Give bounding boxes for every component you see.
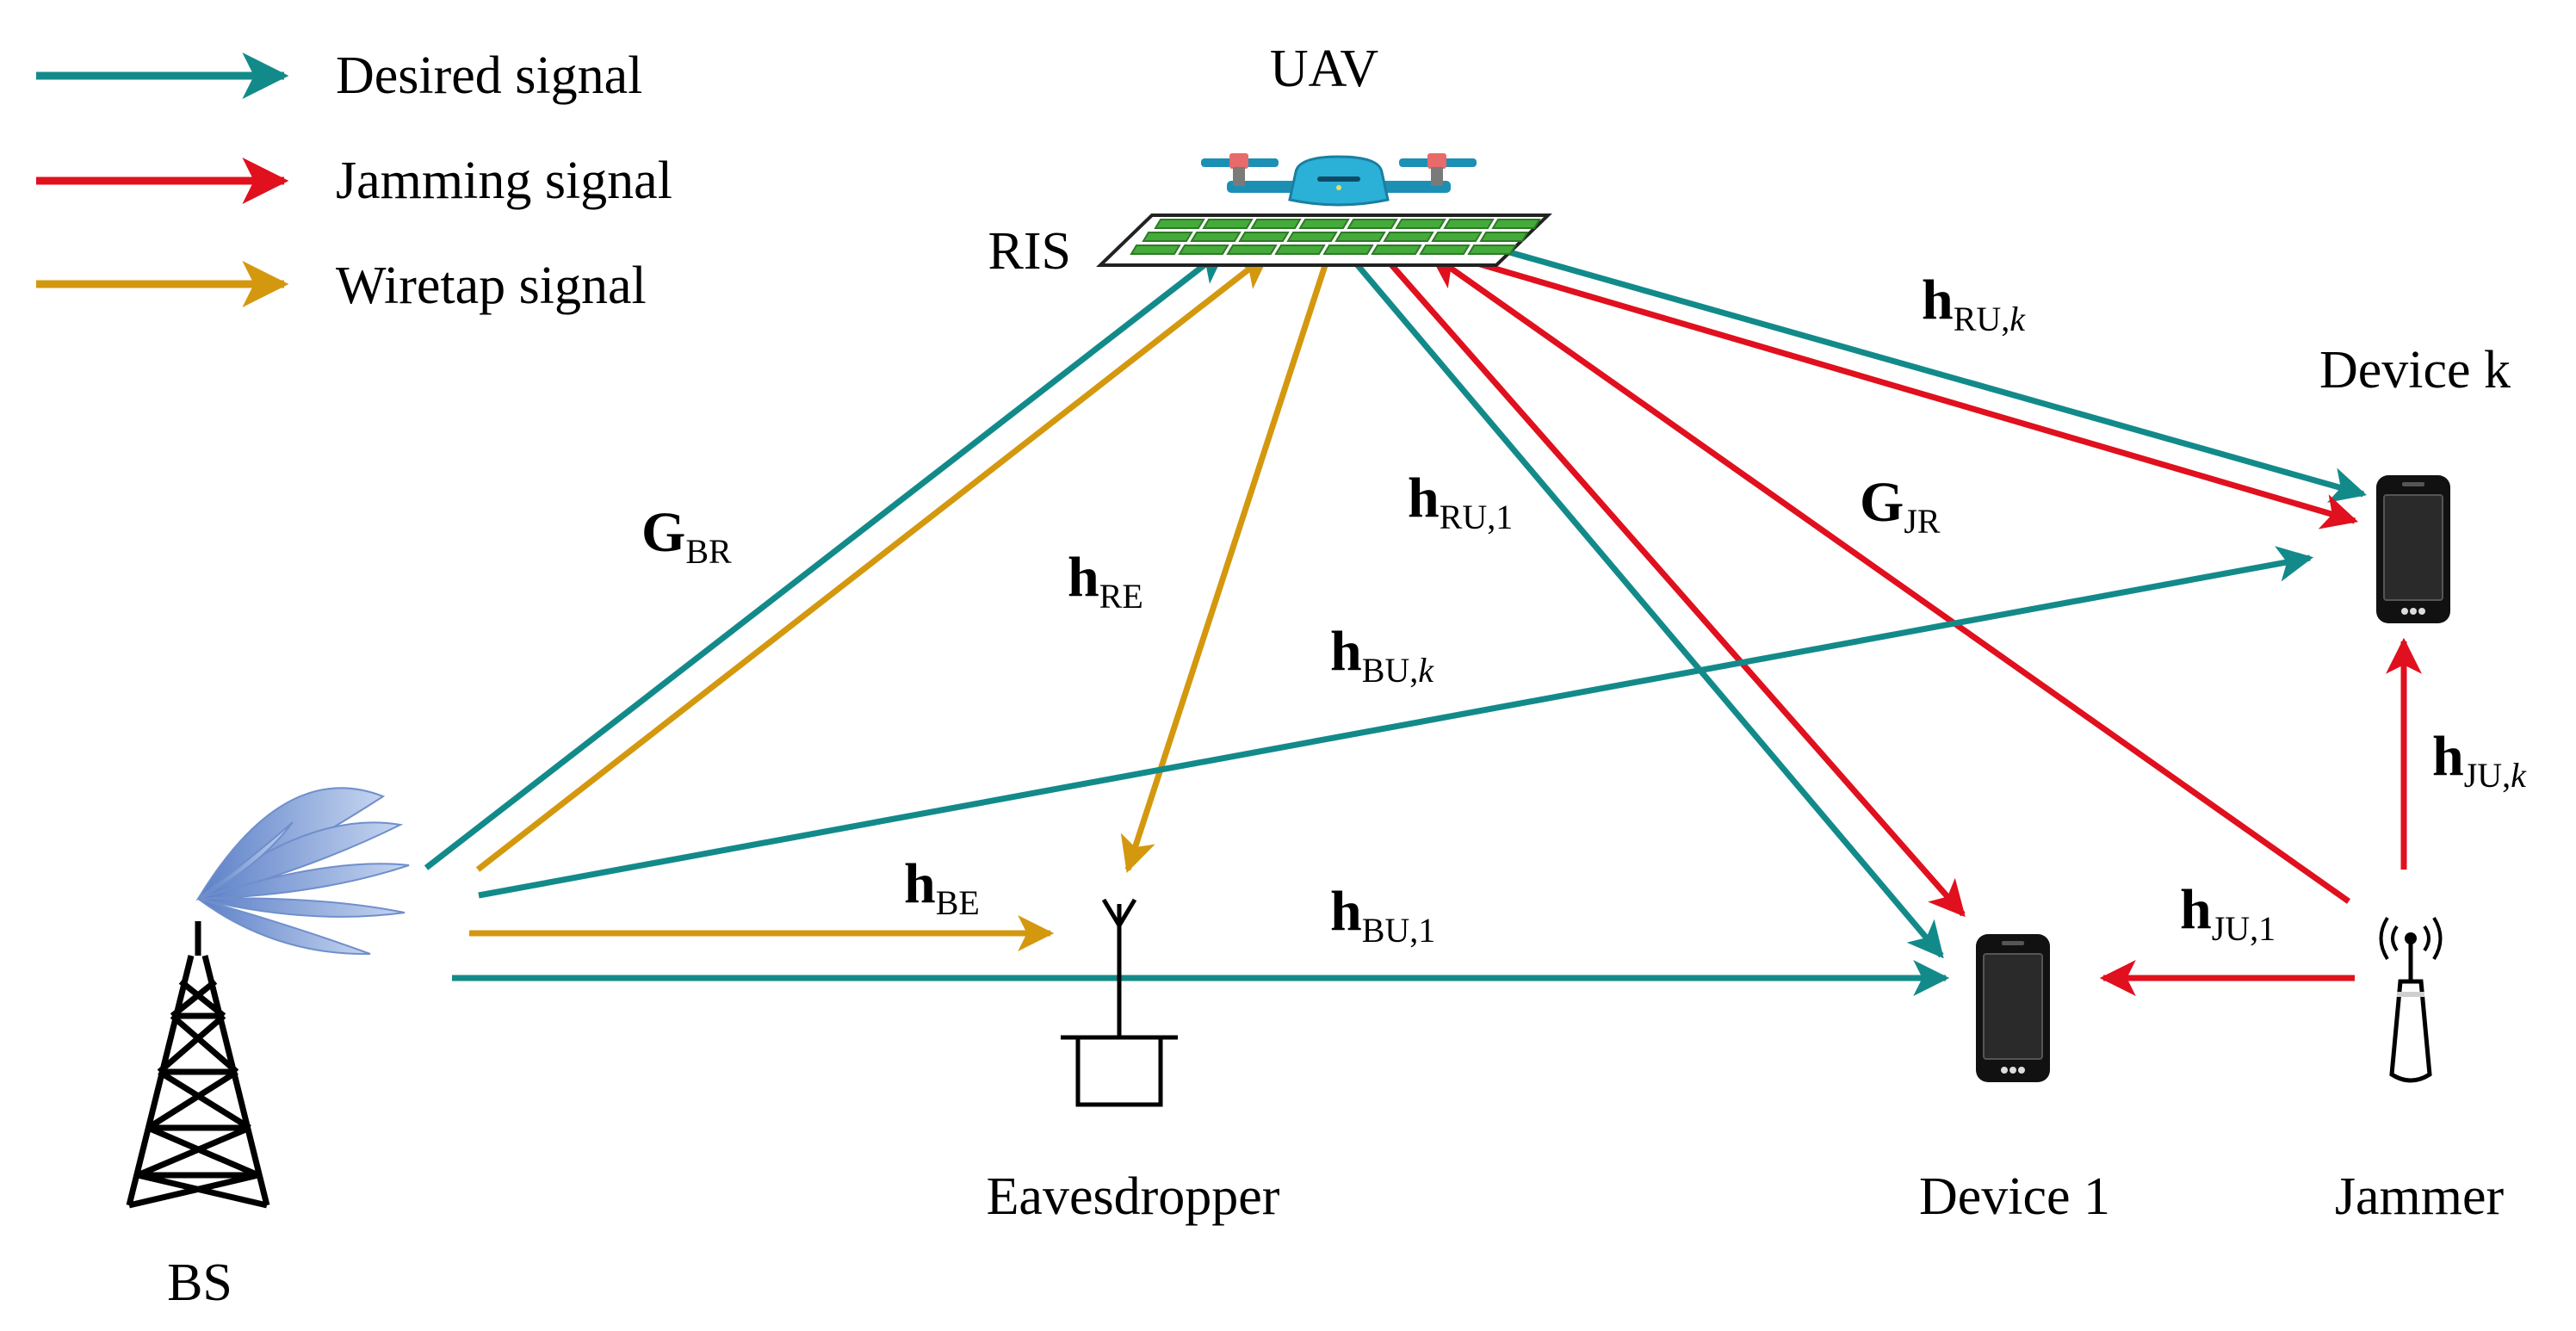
link-ris-devicek-desired: [1484, 242, 2368, 503]
link-ris-devicek-jamming: [1447, 251, 2359, 529]
channel-label-h-ru1: hRU,1: [1408, 467, 1513, 536]
channel-label-h-buk: hBU,k: [1330, 620, 1434, 690]
bs-node: BS: [126, 787, 410, 1312]
link-bs-devicek-desired: [478, 546, 2314, 899]
smartphone-icon: [2376, 475, 2450, 623]
devicek-label: Device k: [2319, 341, 2511, 399]
legend-wiretap-label: Wiretap signal: [336, 257, 647, 315]
jammer-label: Jammer: [2335, 1167, 2505, 1226]
legend-item-jamming: Jamming signal: [36, 152, 672, 210]
link-jammer-ris-jamming: [1428, 252, 2351, 904]
jammer-node: Jammer: [2335, 916, 2505, 1226]
bs-tower-icon: [126, 921, 270, 1209]
device1-label: Device 1: [1919, 1167, 2110, 1226]
channel-label-h-ruk: hRU,k: [1922, 269, 2026, 338]
channel-labels: GBR hRE hRU,1 GJR hRU,k hBU,k hBE hBU,1 …: [641, 269, 2527, 950]
eavesdropper-label: Eavesdropper: [987, 1167, 1280, 1226]
legend-item-wiretap: Wiretap signal: [36, 257, 647, 315]
link-ris-eve-wiretap: [1120, 248, 1334, 873]
bs-beam-icon: [195, 787, 410, 956]
channel-label-h-be: hBE: [904, 852, 980, 922]
link-bs-ris-wiretap: [475, 252, 1271, 872]
eavesdropper-node: Eavesdropper: [987, 898, 1280, 1226]
channel-label-g-br: GBR: [641, 501, 732, 571]
bs-label: BS: [167, 1254, 232, 1312]
links: [424, 242, 2422, 996]
legend-jamming-label: Jamming signal: [336, 152, 672, 210]
router-icon: [2379, 916, 2443, 1083]
channel-label-g-jr: GJR: [1860, 471, 1941, 541]
ris-elements: [1130, 219, 1541, 255]
channel-label-h-ju1: hJU,1: [2180, 878, 2276, 948]
link-ris-device1-desired: [1349, 256, 1944, 959]
antenna-icon: [1061, 898, 1178, 1107]
smartphone-icon: [1976, 934, 2050, 1082]
uav-drone-icon: [1201, 153, 1477, 207]
uav-label: UAV: [1270, 40, 1379, 98]
uav-ris-node: UAV RIS: [988, 40, 1552, 281]
legend: Desired signal Jamming signal Wiretap si…: [36, 46, 672, 315]
channel-label-h-re: hRE: [1068, 546, 1143, 616]
devicek-node: Device k: [2319, 341, 2511, 623]
channel-label-h-bu1: hBU,1: [1330, 880, 1435, 950]
legend-desired-label: Desired signal: [336, 46, 642, 105]
link-bs-ris-desired: [424, 247, 1228, 870]
ris-panel: [1096, 214, 1552, 267]
channel-label-h-juk: hJU,k: [2432, 725, 2527, 795]
device1-node: Device 1: [1919, 934, 2110, 1226]
link-ris-device1-jamming: [1379, 251, 1966, 918]
ris-label: RIS: [988, 222, 1071, 281]
legend-item-desired: Desired signal: [36, 46, 642, 105]
